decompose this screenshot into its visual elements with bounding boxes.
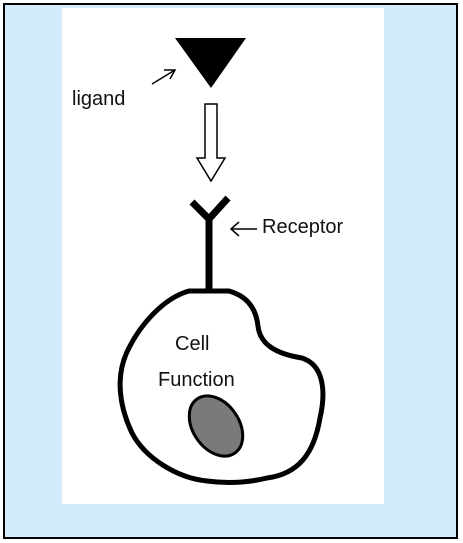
receptor-pointer-arrow-icon [231, 222, 257, 236]
cell-function-label-line2: Function [158, 370, 235, 390]
ligand-label: ligand [72, 89, 125, 109]
cell-function-label-line1: Cell [175, 334, 209, 354]
ligand-pointer-arrow-icon [152, 70, 175, 84]
receptor-icon [192, 198, 228, 291]
diagram-canvas [62, 8, 384, 504]
ligand-triangle-icon [175, 38, 246, 88]
receptor-label: Receptor [262, 217, 343, 237]
diagram-panel: ligand Receptor Cell Function [62, 8, 384, 504]
binding-arrow-icon [197, 104, 225, 181]
